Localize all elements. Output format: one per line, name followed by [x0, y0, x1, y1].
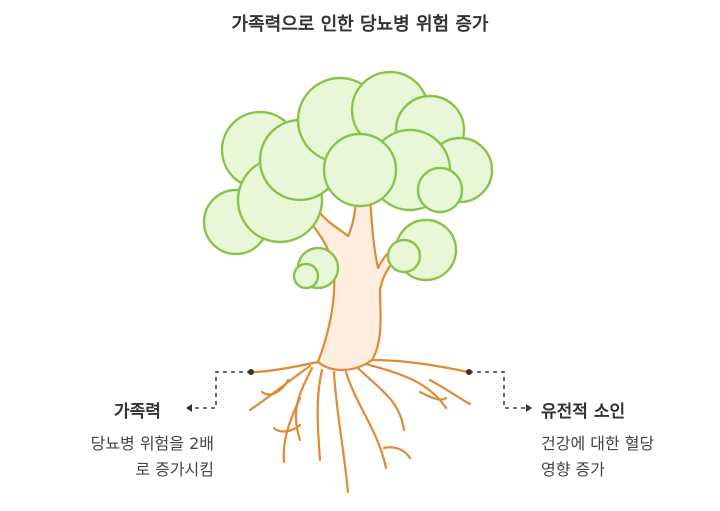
left-connector: [194, 371, 251, 409]
family-history-heading: 가족력: [114, 402, 161, 422]
family-history-description: 당뇨병 위험을 2배 로 증가시킴: [34, 431, 214, 483]
genetic-predisposition-line-2: 영향 증가: [541, 460, 605, 479]
family-history-line-1: 당뇨병 위험을 2배: [90, 434, 214, 453]
genetic-predisposition-description: 건강에 대한 혈당 영향 증가: [541, 431, 711, 483]
page-title: 가족력으로 인한 당뇨병 위험 증가: [231, 14, 489, 35]
genetic-predisposition-line-1: 건강에 대한 혈당: [541, 434, 655, 453]
tree-foliage: [202, 70, 494, 290]
tree-roots: [248, 358, 472, 494]
genetic-predisposition-heading: 유전적 소인: [541, 402, 626, 422]
left-connector-dot: [248, 369, 254, 375]
right-arrow-icon: [526, 404, 532, 412]
left-arrow-icon: [186, 404, 192, 412]
right-connector: [469, 371, 526, 409]
tree-trunk: [302, 194, 412, 372]
right-connector-dot: [466, 369, 472, 375]
family-history-line-2: 로 증가시킴: [135, 460, 214, 479]
